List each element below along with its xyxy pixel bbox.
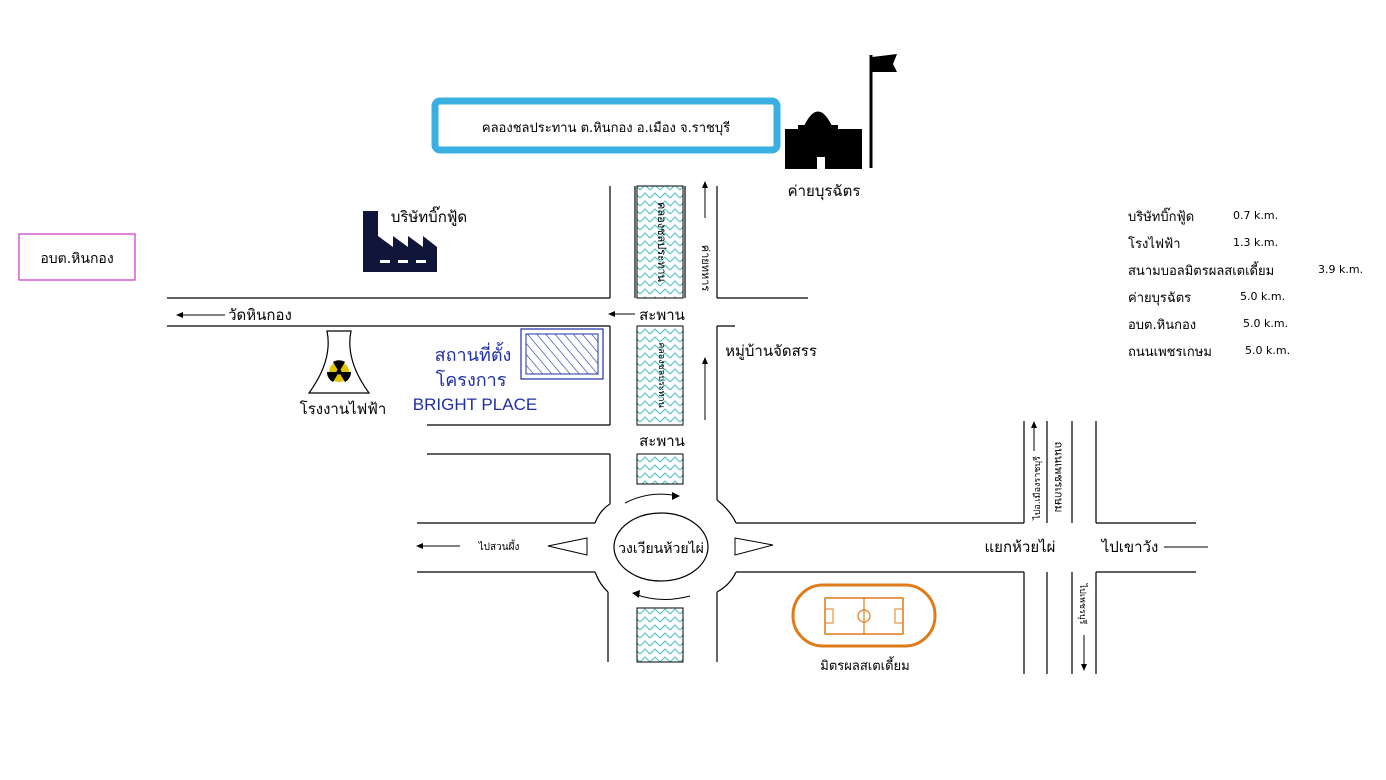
distance-km: 3.9 k.m. — [1318, 263, 1364, 276]
distance-km: 5.0 k.m. — [1245, 344, 1291, 357]
project-name: BRIGHT PLACE — [413, 395, 537, 414]
village-label: หมู่บ้านจัดสรร — [725, 342, 817, 360]
distance-row: ถนนเพชรเกษม 5.0 k.m. — [1128, 341, 1378, 368]
distance-row: ค่ายบุรฉัตร 5.0 k.m. — [1128, 287, 1378, 314]
distance-place: ค่ายบุรฉัตร — [1128, 291, 1192, 306]
factory-label: บริษัทบิ๊กฟู้ด — [391, 206, 467, 226]
to-suan-phueng-label: ไปสวนผึ้ง — [478, 539, 520, 553]
distance-place: ถนนเพชรเกษม — [1128, 345, 1212, 360]
bridge-top-label: สะพาน — [639, 306, 685, 324]
distance-km: 5.0 k.m. — [1243, 317, 1289, 330]
project-line2: โครงการ — [436, 369, 507, 391]
svg-text:ไปเพชรบุรี: ไปเพชรบุรี — [1077, 583, 1088, 625]
distance-list: บริษัทบิ๊กฟู้ด 0.7 k.m. โรงไฟฟ้า 1.3 k.m… — [1128, 206, 1378, 368]
distance-row: สนามบอลมิตรผลสเตเดี้ยม 3.9 k.m. — [1128, 260, 1378, 287]
svg-text:ไปอ.เมืองราชบุรี: ไปอ.เมืองราชบุรี — [1032, 456, 1043, 521]
temple-road-label: วัดหินกอง — [228, 306, 292, 324]
project-site-marker — [520, 328, 604, 380]
canal-label-lower: คลองชลประทาน — [656, 342, 666, 407]
title-text: คลองชลประทาน ต.หินกอง อ.เมือง จ.ราชบุรี — [482, 120, 730, 136]
distance-row: บริษัทบิ๊กฟู้ด 0.7 k.m. — [1128, 206, 1378, 233]
distance-place: บริษัทบิ๊กฟู้ด — [1128, 210, 1195, 225]
tambon-office-label: อบต.หินกอง — [40, 251, 113, 267]
army-road-label: ค่ายทหาร — [699, 245, 712, 292]
distance-place: อบต.หินกอง — [1128, 318, 1197, 333]
distance-km: 0.7 k.m. — [1233, 209, 1279, 222]
road-network — [167, 186, 1196, 674]
project-line1: สถานที่ตั้ง — [435, 342, 512, 366]
direction-arrows — [176, 181, 1208, 671]
title-box: คลองชลประทาน ต.หินกอง อ.เมือง จ.ราชบุรี — [431, 97, 781, 154]
distance-km: 5.0 k.m. — [1240, 290, 1286, 303]
mosque-dome-flag-icon — [785, 54, 897, 169]
camp-label: ค่ายบุรฉัตร — [788, 182, 861, 201]
canal-label-upper: คลองชลประทาน — [655, 202, 668, 283]
svg-text:ค่ายทหาร: ค่ายทหาร — [699, 245, 712, 292]
stadium-icon — [791, 583, 937, 648]
phetkasem-road-label: ถนนเพชรเกษม — [1052, 441, 1065, 512]
cooling-tower-radiation-icon — [307, 330, 371, 394]
svg-text:คลองชลประทาน: คลองชลประทาน — [656, 342, 666, 407]
to-khao-wang-label: ไปเขาวัง — [1101, 538, 1159, 556]
bridge-bottom-label: สะพาน — [639, 432, 685, 450]
distance-row: อบต.หินกอง 5.0 k.m. — [1128, 314, 1378, 341]
svg-text:ถนนเพชรเกษม: ถนนเพชรเกษม — [1052, 441, 1065, 512]
distance-place: โรงไฟฟ้า — [1128, 237, 1181, 252]
svg-text:คลองชลประทาน: คลองชลประทาน — [655, 202, 668, 283]
distance-place: สนามบอลมิตรผลสเตเดี้ยม — [1128, 264, 1275, 279]
roundabout-label: วงเวียนห้วยไผ่ — [618, 540, 704, 557]
roundabout — [547, 492, 774, 600]
canal — [634, 185, 686, 663]
distance-km: 1.3 k.m. — [1233, 236, 1279, 249]
power-plant-label: โรงงานไฟฟ้า — [300, 400, 387, 418]
junction-label: แยกห้วยไผ่ — [985, 538, 1056, 556]
to-ratchaburi-label: ไปอ.เมืองราชบุรี — [1032, 456, 1043, 521]
stadium-label: มิตรผลสเตเดี้ยม — [820, 656, 909, 674]
to-phetchaburi-label: ไปเพชรบุรี — [1077, 583, 1088, 625]
factory-icon — [363, 211, 437, 272]
tambon-office-box: อบต.หินกอง — [18, 233, 136, 281]
distance-row: โรงไฟฟ้า 1.3 k.m. — [1128, 233, 1378, 260]
